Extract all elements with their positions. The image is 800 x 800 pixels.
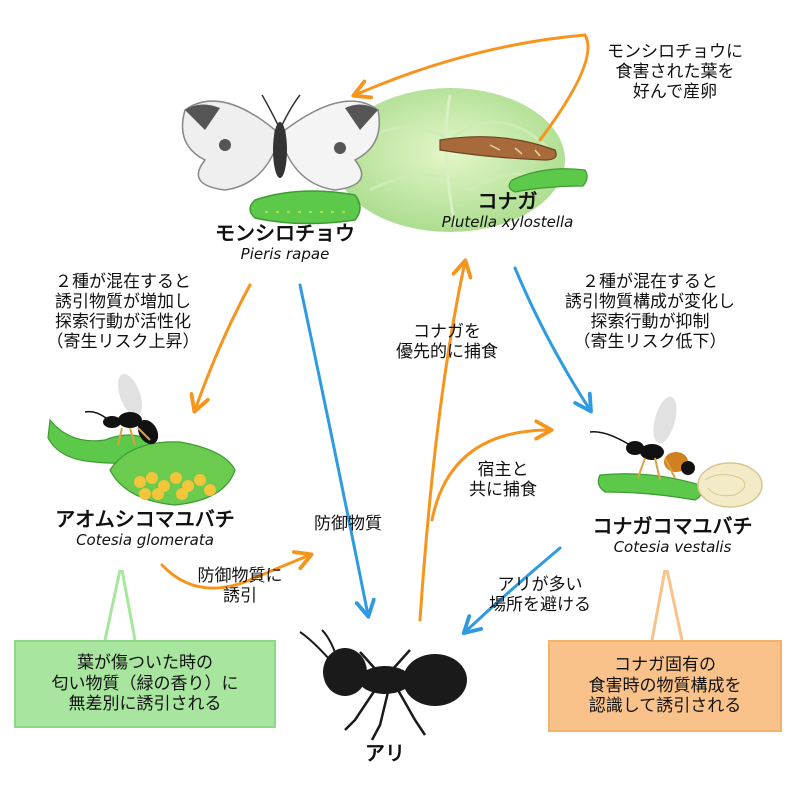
glomerata-name: アオムシコマユバチ xyxy=(55,507,235,531)
annotation-line: 探索行動が活性化 xyxy=(55,312,191,333)
plutella-sci: Plutella xylostella xyxy=(441,212,574,231)
annotation-line: 場所を避ける xyxy=(489,595,591,616)
note-line: 葉が傷ついた時の xyxy=(77,652,213,673)
butterfly-icon xyxy=(181,94,381,191)
annotation-line: （寄生リスク上昇） xyxy=(46,332,200,353)
pieris-label: モンシロチョウ Pieris rapae xyxy=(170,221,400,263)
note-line: 食害時の物質構成を xyxy=(588,675,742,696)
annotation-line: 誘引物質が増加し xyxy=(55,292,191,313)
annotation-avoid-ants: アリが多い 場所を避ける xyxy=(470,575,610,615)
arrow-defense-lure xyxy=(160,555,310,590)
ant-icon xyxy=(299,629,467,741)
note-line: コナガ固有の xyxy=(614,654,716,675)
annotation-line: ２種が混在すると xyxy=(582,272,718,292)
cocoon-icon xyxy=(697,462,763,508)
annotation-oviposition: モンシロチョウに 食害された葉を 好んで産卵 xyxy=(575,42,775,102)
annotation-defense: 防御物質 xyxy=(314,514,382,534)
annotation-line: 優先的に捕食 xyxy=(396,342,498,363)
caterpillar-icon xyxy=(249,190,361,225)
pieris-name: モンシロチョウ xyxy=(215,221,355,245)
annotation-line: モンシロチョウに xyxy=(607,42,743,62)
arrow-ant-prey-host xyxy=(430,430,550,522)
vestalis-name: コナガコマユバチ xyxy=(592,514,753,538)
connector-left-box-2 xyxy=(103,569,122,641)
caterpillar-icon xyxy=(508,168,588,193)
connector-left-box xyxy=(120,569,137,641)
note-line: 無差別に誘引される xyxy=(68,694,222,715)
annotation-line: 誘引 xyxy=(223,586,257,607)
annotation-line: 食害された葉を xyxy=(615,62,735,83)
blue-arrows xyxy=(298,266,590,632)
annotation-line: 防御物質に xyxy=(197,566,283,586)
note-line: 匂い物質（緑の香り）に xyxy=(51,673,239,694)
annotation-line: アリが多い xyxy=(497,575,583,595)
annotation-line: 宿主と xyxy=(477,460,529,480)
note-line: 認識して誘引される xyxy=(588,696,742,717)
vestalis-label: コナガコマユバチ Cotesia vestalis xyxy=(555,514,790,556)
cocoon-icon xyxy=(109,441,236,506)
annotation-line: 好んで産卵 xyxy=(632,82,718,103)
plutella-label: コナガ Plutella xylostella xyxy=(400,189,615,231)
plutella-name: コナガ xyxy=(477,189,538,213)
annotation-line: コナガを xyxy=(413,322,481,342)
annotation-line: 共に捕食 xyxy=(469,480,537,501)
moth-icon xyxy=(439,136,557,161)
annotation-defense-lure: 防御物質に 誘引 xyxy=(175,566,305,606)
annotation-prey-host: 宿主と 共に捕食 xyxy=(458,460,548,500)
annotation-line: 誘引物質構成が変化し xyxy=(565,292,735,313)
annotation-prey-plutella: コナガを 優先的に捕食 xyxy=(372,322,522,362)
arrow-vestalis-suppressed xyxy=(513,266,590,410)
arrow-avoid-ants xyxy=(465,546,562,632)
arrow-ant-prey-plutella xyxy=(418,262,465,622)
arrow-defense-to-ant xyxy=(298,283,368,615)
orange-arrows xyxy=(160,33,590,622)
glomerata-sci: Cotesia glomerata xyxy=(76,530,214,549)
annotation-risk-down: ２種が混在すると 誘引物質構成が変化し 探索行動が抑制 （寄生リスク低下） xyxy=(530,272,770,352)
connector-right-box-2 xyxy=(665,569,684,641)
wasp-icon xyxy=(589,396,695,481)
annotation-line: （寄生リスク低下） xyxy=(573,332,727,353)
vestalis-sci: Cotesia vestalis xyxy=(613,537,732,556)
note-box-specific-blend: コナガ固有の 食害時の物質構成を 認識して誘引される xyxy=(548,640,782,732)
glomerata-label: アオムシコマユバチ Cotesia glomerata xyxy=(10,507,280,549)
wasp-icon xyxy=(84,374,159,446)
arrow-oviposition xyxy=(355,33,590,142)
annotation-line: 探索行動が抑制 xyxy=(590,312,710,333)
note-box-green-leaf-volatiles: 葉が傷ついた時の 匂い物質（緑の香り）に 無差別に誘引される xyxy=(14,640,276,728)
caterpillar-icon xyxy=(597,473,703,501)
annotation-risk-up: ２種が混在すると 誘引物質が増加し 探索行動が活性化 （寄生リスク上昇） xyxy=(18,272,228,352)
arrow-glomerata-attraction xyxy=(195,283,252,410)
annotation-line: ２種が混在すると xyxy=(55,272,191,292)
ant-name: アリ xyxy=(365,741,405,765)
connector-right-box xyxy=(650,569,667,641)
pieris-sci: Pieris rapae xyxy=(240,244,330,263)
